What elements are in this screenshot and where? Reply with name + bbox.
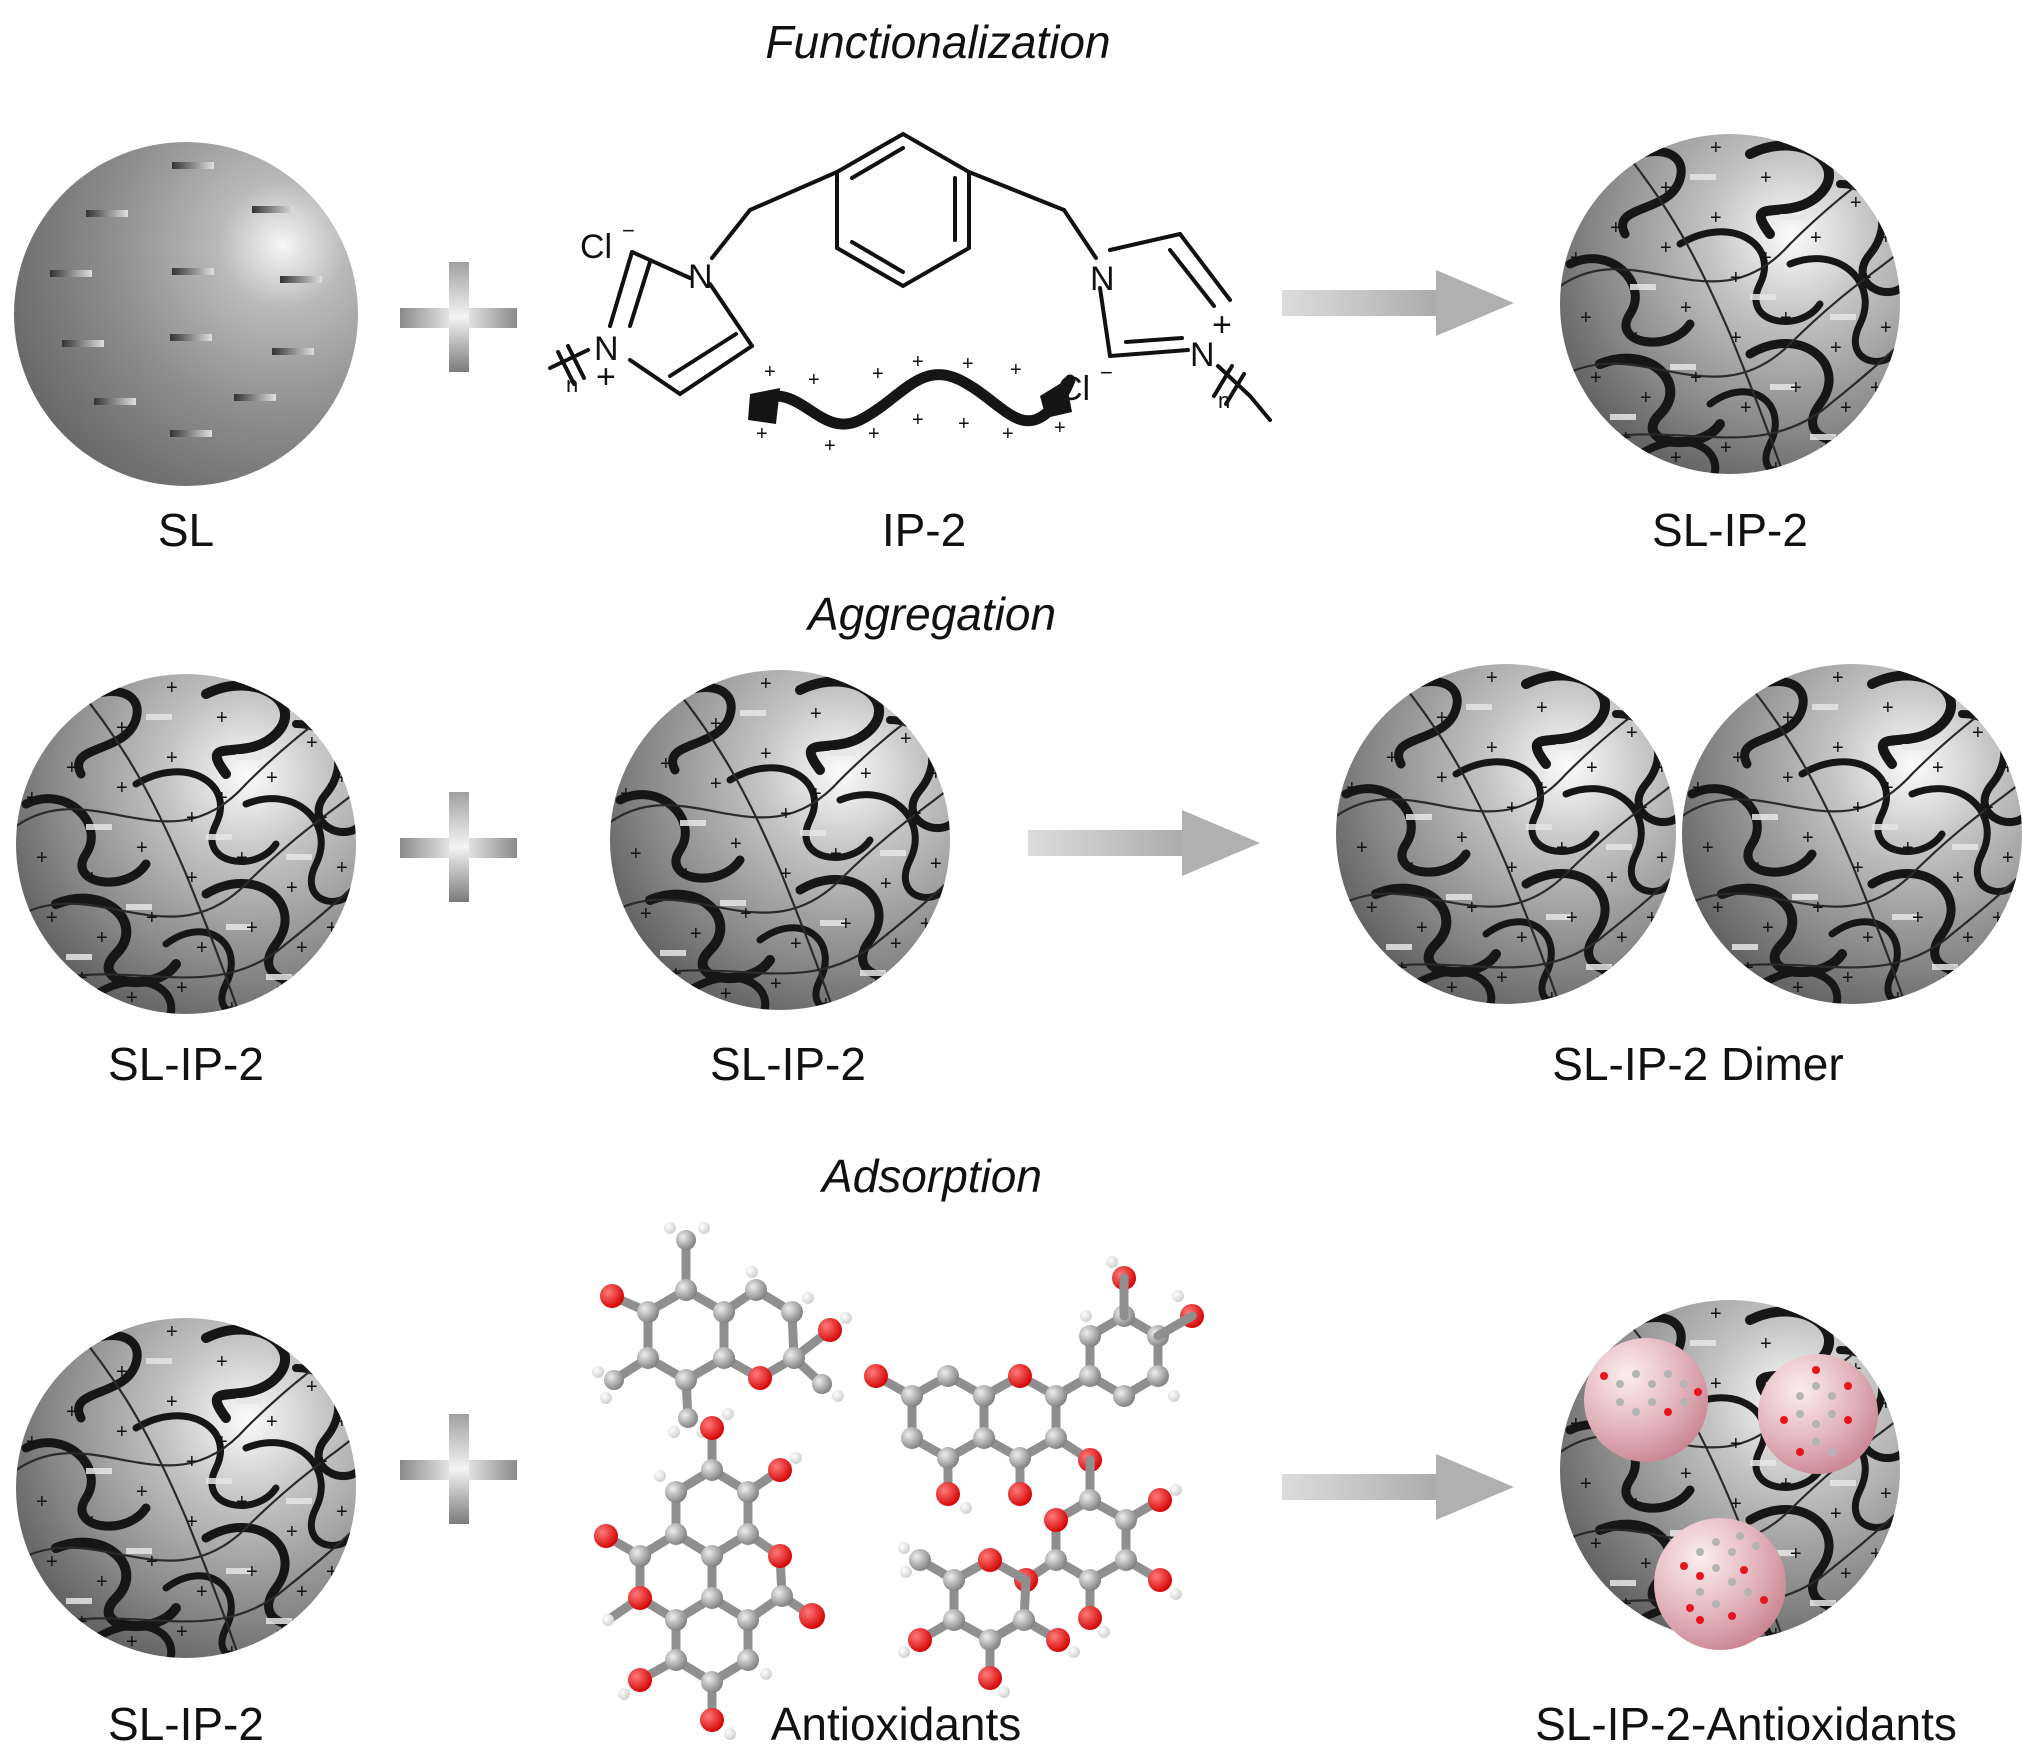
svg-text:+: + (1010, 359, 1022, 381)
ip2-ribbon: + + + + + + + + + + + + + (748, 351, 1076, 457)
svg-text:+: + (824, 435, 836, 457)
plus-sign-3 (400, 1414, 517, 1524)
svg-text:+: + (1002, 423, 1014, 445)
label-dimer: SL-IP-2 Dimer (1552, 1038, 1843, 1090)
plus-left: + (596, 358, 616, 396)
antioxidant-molecules (592, 1222, 1204, 1740)
dimer-sphere-right (1672, 664, 2023, 1024)
svg-text:+: + (1054, 417, 1066, 439)
molecule-b (864, 1256, 1204, 1698)
chloride-right-charge: − (1100, 360, 1113, 385)
nitrogen-left-top: N (688, 258, 713, 296)
negative-charges (50, 162, 322, 437)
ip2-structure: N N N N + + Cl − Cl − n n +++ +++ +++ ++… (548, 131, 1272, 457)
label-antioxidants: Antioxidants (771, 1698, 1022, 1748)
repeat-left: n (566, 372, 578, 397)
arrow-1 (1282, 270, 1514, 336)
molecule-c (594, 1408, 825, 1740)
stage-title-adsorption: Adsorption (819, 1150, 1042, 1202)
label-loaded: SL-IP-2-Antioxidants (1535, 1698, 1957, 1748)
plus-sign-1 (400, 262, 517, 372)
svg-text:+: + (756, 423, 768, 445)
arrow-3 (1282, 1454, 1514, 1520)
nitrogen-left-bottom: N (594, 330, 619, 368)
svg-text:+: + (962, 353, 974, 375)
plus-right: + (1212, 306, 1232, 344)
label-aggregation-middle: SL-IP-2 (710, 1038, 866, 1090)
label-aggregation-left: SL-IP-2 (108, 1038, 264, 1090)
svg-text:+: + (912, 351, 924, 373)
loaded-sphere (1550, 1300, 1920, 1660)
antioxidant-capsule-3 (1654, 1518, 1786, 1650)
nitrogen-right-bottom: N (1190, 336, 1215, 374)
coated-sphere-adsorption-left (6, 1318, 376, 1678)
label-adsorption-left: SL-IP-2 (108, 1698, 264, 1748)
coated-sphere-sl-ip2 (1550, 134, 1920, 494)
svg-text:+: + (912, 409, 924, 431)
repeat-right: n (1218, 388, 1230, 413)
label-sl-ip2-top: SL-IP-2 (1652, 504, 1808, 556)
arrow-2 (1028, 810, 1260, 876)
antioxidant-capsule-2 (1758, 1354, 1878, 1474)
dimer-sphere-left (1326, 664, 1696, 1024)
label-sl: SL (158, 504, 214, 556)
stage-title-functionalization: Functionalization (765, 16, 1110, 68)
svg-text:+: + (764, 361, 776, 383)
label-ip2: IP-2 (882, 504, 966, 556)
chloride-left-charge: − (622, 218, 635, 243)
antioxidant-capsule-1 (1584, 1338, 1708, 1462)
svg-text:+: + (808, 369, 820, 391)
svg-text:+: + (872, 363, 884, 385)
chloride-left: Cl (580, 228, 612, 266)
stage-title-aggregation: Aggregation (805, 588, 1056, 640)
molecule-a (592, 1222, 852, 1438)
svg-text:+: + (868, 423, 880, 445)
coated-sphere-aggregation-middle (600, 670, 970, 1030)
dimer (1326, 664, 2023, 1024)
bare-sphere (14, 142, 358, 486)
coated-sphere-aggregation-left (6, 674, 376, 1034)
svg-text:+: + (958, 413, 970, 435)
nitrogen-right-top: N (1090, 260, 1115, 298)
plus-sign-2 (400, 792, 517, 902)
